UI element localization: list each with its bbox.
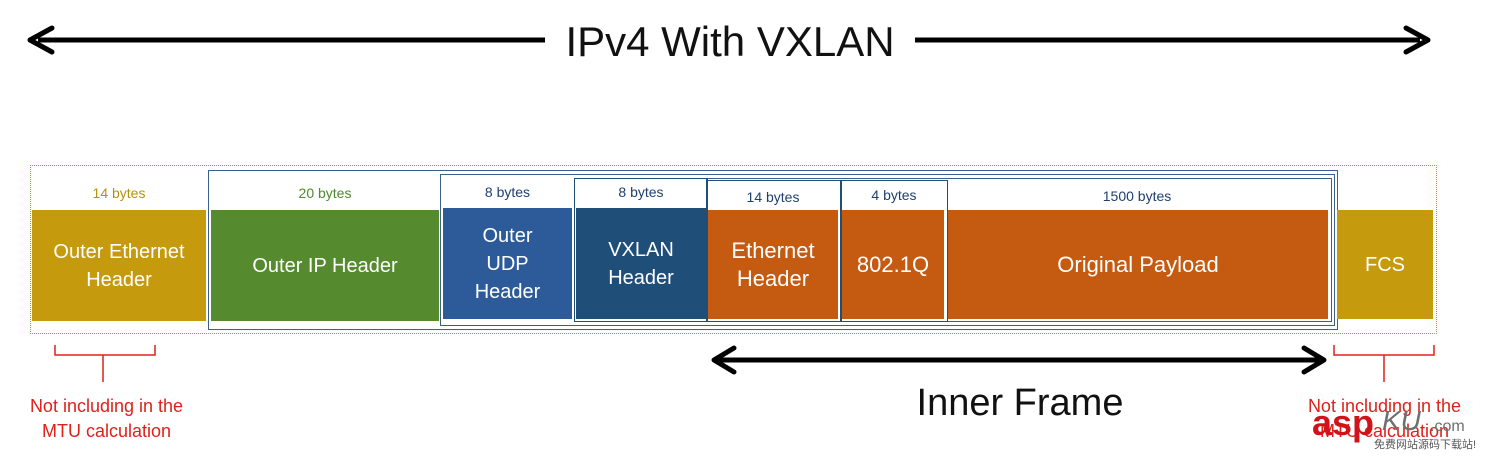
diagram-title: IPv4 With VXLAN bbox=[545, 14, 915, 70]
field-dot1q: 802.1Q bbox=[842, 210, 944, 319]
field-label: Outer UDP Header bbox=[474, 224, 541, 303]
watermark-com: .com bbox=[1430, 418, 1465, 435]
field-label: Original Payload bbox=[1057, 251, 1219, 277]
field-label: 802.1Q bbox=[856, 251, 930, 277]
field-label: Outer Ethernet Header bbox=[53, 240, 185, 291]
field-inner-ethernet-header: Ethernet Header bbox=[708, 210, 838, 319]
right-brace bbox=[1333, 345, 1435, 382]
bytes-outer-ethernet: 14 bytes bbox=[92, 185, 146, 201]
field-fcs: FCS bbox=[1337, 210, 1433, 319]
field-original-payload: Original Payload bbox=[948, 210, 1328, 319]
inner-frame-label: Inner Frame bbox=[916, 382, 1124, 424]
bytes-inner-ethernet: 14 bytes bbox=[746, 189, 800, 205]
field-outer-udp-header: Outer UDP Header bbox=[443, 208, 572, 319]
bytes-outer-udp: 8 bytes bbox=[484, 184, 531, 200]
watermark: asp KU .com 免费网站源码下载站! bbox=[1312, 404, 1487, 456]
bytes-outer-ip: 20 bytes bbox=[298, 185, 352, 201]
left-brace bbox=[54, 345, 156, 382]
dot1q-frame bbox=[840, 180, 948, 322]
bytes-dot1q: 4 bytes bbox=[871, 187, 917, 203]
field-label: VXLAN Header bbox=[608, 238, 674, 289]
field-label: FCS bbox=[1365, 253, 1405, 276]
inner-frame-arrow bbox=[711, 345, 1327, 375]
bytes-payload: 1500 bytes bbox=[1102, 188, 1172, 204]
watermark-ku: KU bbox=[1382, 405, 1421, 436]
field-label: Ethernet Header bbox=[731, 237, 815, 291]
annotations-svg bbox=[54, 345, 1435, 382]
bytes-vxlan: 8 bytes bbox=[618, 184, 664, 200]
title-arrow bbox=[27, 25, 1431, 55]
field-label: Outer IP Header bbox=[252, 254, 398, 277]
field-outer-ethernet-header: Outer Ethernet Header bbox=[32, 210, 206, 321]
vxlan-frame bbox=[574, 178, 708, 322]
watermark-main: asp bbox=[1312, 402, 1375, 443]
note-left: Not including in the MTU calculation bbox=[29, 396, 184, 441]
watermark-sub: 免费网站源码下载站! bbox=[1374, 439, 1477, 451]
inner-ethernet-frame bbox=[706, 180, 842, 322]
outer-udp-frame bbox=[440, 174, 1335, 326]
whole-packet-frame bbox=[30, 165, 1437, 334]
note-right: Not including in the MTU calculation bbox=[1307, 396, 1462, 441]
field-vxlan-header: VXLAN Header bbox=[576, 208, 706, 319]
field-outer-ip-header: Outer IP Header bbox=[211, 210, 439, 321]
